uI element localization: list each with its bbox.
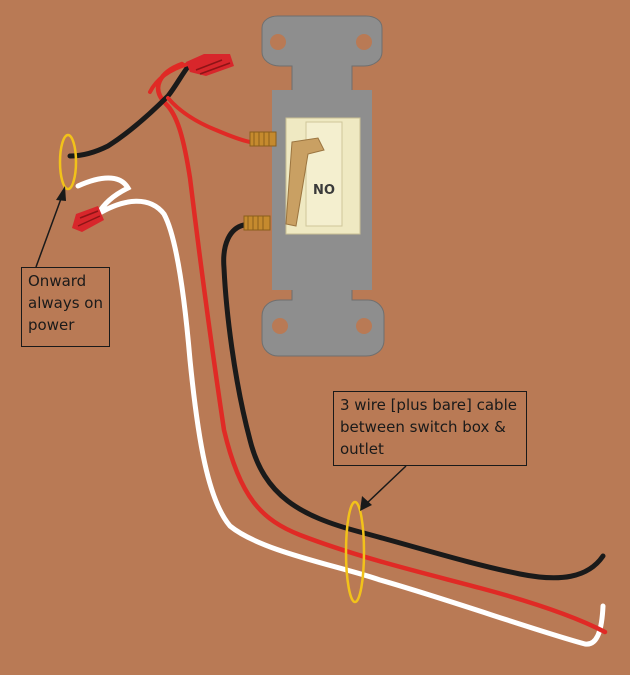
- onward-highlight-ellipse: [58, 133, 78, 191]
- onward-arrow: [35, 186, 66, 268]
- screw-bottom-icon: [243, 215, 271, 231]
- onward-power-callout: Onward always on power: [21, 267, 110, 347]
- toggle-lever: [285, 137, 325, 227]
- cable-callout: 3 wire [plus bare] cable between switch …: [333, 391, 527, 466]
- callout-line: always on: [28, 294, 103, 312]
- cable-highlight-ellipse: [344, 500, 366, 604]
- wire-nut-red-left: [72, 206, 104, 232]
- switch-body: ON: [285, 117, 361, 235]
- mount-hole-icon: [270, 34, 286, 50]
- callout-line: Onward: [28, 272, 87, 290]
- mount-hole-icon: [356, 318, 372, 334]
- wire-nut-red-top: [186, 54, 234, 76]
- callout-line: outlet: [340, 440, 384, 458]
- screw-top-icon: [249, 131, 277, 147]
- neutral-wire-cable: [75, 175, 606, 647]
- hot-wire-cable: [221, 222, 606, 581]
- mount-hole-icon: [356, 34, 372, 50]
- traveler-wire-cable: [155, 61, 608, 635]
- traveler-pigtail-a: [148, 62, 190, 94]
- traveler-pigtail-b: [166, 96, 252, 144]
- toggle-label: ON: [313, 180, 335, 195]
- callout-line: between switch box &: [340, 418, 506, 436]
- hot-wire-onward: [67, 61, 193, 159]
- cable-arrow: [360, 465, 407, 511]
- mount-hole-icon: [272, 318, 288, 334]
- callout-line: 3 wire [plus bare] cable: [340, 396, 517, 414]
- callout-line: power: [28, 316, 75, 334]
